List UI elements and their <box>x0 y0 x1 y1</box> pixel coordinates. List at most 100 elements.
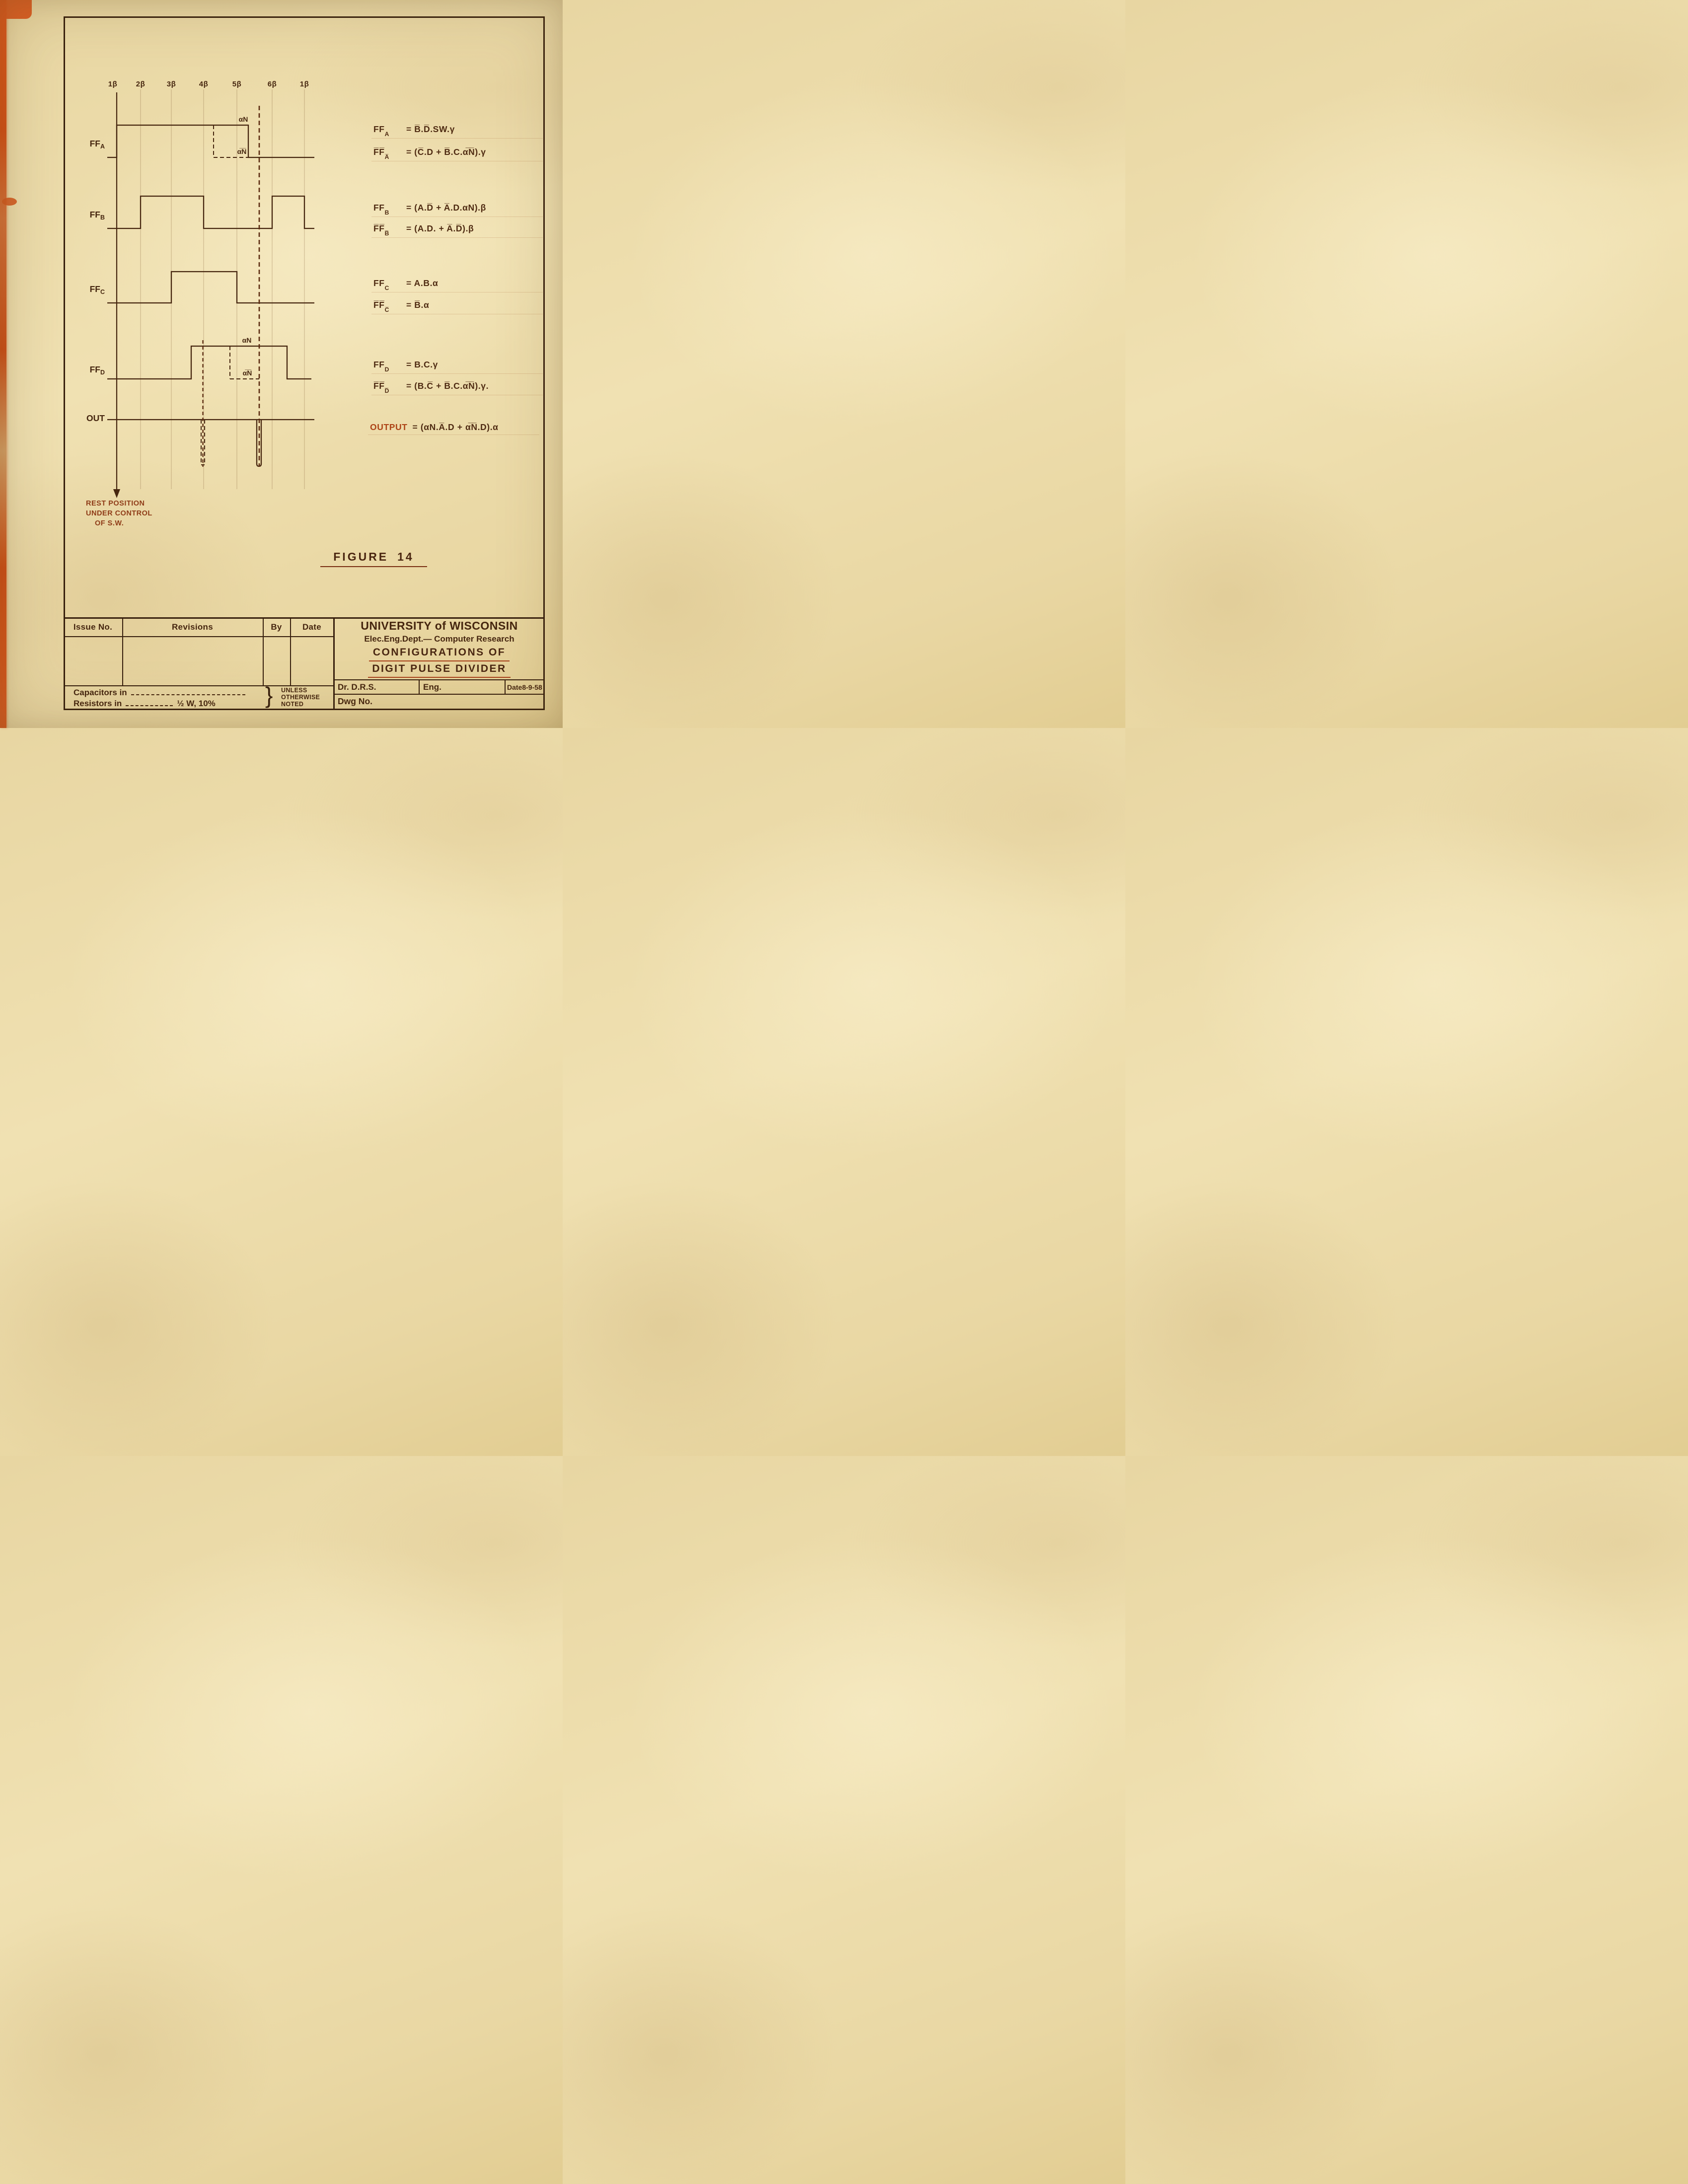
time-axis <box>113 92 120 498</box>
university-name: UNIVERSITY of WISCONSIN <box>361 619 518 632</box>
equation-lhs: F̅F̅D̅ <box>373 381 389 394</box>
scan-corner-artifact <box>0 0 32 19</box>
equation-ffc-reset: F̅F̅C̅ = B̅.α <box>371 300 544 314</box>
equation-rhs: = B̅.α <box>406 300 430 310</box>
axis-arrow-down-icon <box>113 489 120 498</box>
timing-diagram: 1β 2β 3β 4β 5β 6β 1β FFA FFB FFC FFD OUT… <box>86 80 314 527</box>
revisions-col-divider-3 <box>290 617 291 686</box>
row-label-ffc: FFC <box>90 284 105 295</box>
scan-edge-artifact <box>0 0 6 728</box>
waveform-ffb <box>107 195 314 229</box>
equation-lhs: F̅F̅A̅ <box>373 147 389 160</box>
equation-output: OUTPUT = (αN.A̅.D + α̅N̅.D).α <box>368 422 539 435</box>
equation-lhs: OUTPUT <box>370 422 408 432</box>
revisions-header-underline <box>64 636 334 637</box>
eng-cell: Eng. <box>423 682 441 692</box>
column-header-6b: 6β <box>268 80 277 88</box>
equation-lhs: FFD <box>373 360 389 373</box>
revisions-table-bottom-line <box>64 685 334 686</box>
signature-row-top-line <box>333 679 545 680</box>
date-value: 8-9-58 <box>522 683 542 691</box>
date-label: Date <box>507 683 522 691</box>
drawn-by-value: D.R.S. <box>351 682 376 692</box>
resistors-blank <box>126 700 173 706</box>
drawing-title-line2: DIGIT PULSE DIVIDER <box>334 663 545 678</box>
equation-rhs: = (C̅.D + B̅.C.α̅N̅).γ <box>406 147 486 157</box>
title-block-top-line <box>64 617 545 619</box>
equation-rhs: = A.B.α <box>406 278 439 288</box>
equation-ffd-reset: F̅F̅D̅ = (B.C̅ + B̅.C.α̅N̅).γ. <box>371 381 543 395</box>
waveform-ffc <box>107 271 314 304</box>
equation-ffa-set: FFA= B̅.D̅.SW.γ <box>371 124 543 138</box>
capacitors-blank <box>131 689 245 695</box>
waveform-ffa <box>107 124 314 158</box>
out-pulse-dashed <box>201 420 205 465</box>
equation-rhs: = (B.C̅ + B̅.C.α̅N̅).γ. <box>406 381 489 391</box>
ffa-alpha-n-bar-label: α̅N̅ <box>237 147 247 155</box>
title-block-center-divider <box>333 617 335 710</box>
resistors-line: Resistors in ½ W, 10% <box>73 699 216 709</box>
column-header-1b: 1β <box>108 80 118 88</box>
capacitors-label: Capacitors in <box>73 688 127 697</box>
col-header-date: Date <box>302 622 322 632</box>
figure-number: 14 <box>397 550 414 563</box>
col-header-by: By <box>271 622 282 632</box>
equation-rhs: = (A.D. + A̅.D̅).β <box>406 223 474 233</box>
ffd-alpha-n-label: αN <box>242 336 252 344</box>
ffa-alpha-n-label: αN <box>239 115 248 123</box>
row-label-ffb: FFB <box>90 210 105 221</box>
figure-caption: FIGURE 14 <box>320 550 427 567</box>
equation-ffd-set: FFD = B.C.γ <box>371 360 543 373</box>
signature-col-divider-2 <box>505 679 506 695</box>
pulse-annotations: αN α̅N̅ αN α̅N̅ <box>237 115 252 377</box>
rest-note-line3: OF S.W. <box>95 519 124 527</box>
sheet-border <box>64 16 545 710</box>
equation-ffb-reset: F̅F̅B̅ = (A.D. + A̅.D̅).β <box>371 223 543 237</box>
column-headers: 1β 2β 3β 4β 5β 6β 1β <box>108 80 309 88</box>
rest-note-line2: UNDER CONTROL <box>86 510 152 517</box>
drawn-by-label: Dr. <box>338 682 349 692</box>
equation-lhs: FFA <box>373 124 389 138</box>
resistors-label: Resistors in <box>73 699 122 708</box>
column-header-1b2: 1β <box>300 80 309 88</box>
equation-lhs: FFC <box>373 278 389 291</box>
revisions-col-divider-2 <box>263 617 264 686</box>
column-header-5b: 5β <box>232 80 242 88</box>
scan-edge-mark <box>2 198 17 206</box>
dwg-no-label: Dwg No. <box>338 696 372 706</box>
signature-row-bottom-line <box>333 694 545 695</box>
resistor-spec: ½ W, 10% <box>177 699 216 708</box>
row-labels: FFA FFB FFC FFD OUT <box>86 139 105 423</box>
col-header-issue-no: Issue No. <box>73 622 113 632</box>
rest-position-note: REST POSITION UNDER CONTROL OF S.W. <box>86 500 152 527</box>
waveform-ffd <box>107 345 311 380</box>
date-cell: Date8-9-58 <box>507 681 545 694</box>
column-header-3b: 3β <box>167 80 176 88</box>
equation-lhs: FFB <box>373 203 389 216</box>
drawing-title-line1: CONFIGURATIONS OF <box>334 647 545 661</box>
waveform-ffd-alt-dashed <box>229 346 259 379</box>
equation-rhs: = (A.D̅ + A̅.D.αN).β <box>406 203 486 213</box>
figure-label: FIGURE <box>333 550 389 563</box>
row-label-out: OUT <box>86 413 105 423</box>
equation-rhs: = (αN.A̅.D + α̅N̅.D).α <box>412 422 499 432</box>
signature-col-divider-1 <box>419 679 420 695</box>
column-header-4b: 4β <box>199 80 209 88</box>
department-name: Elec.Eng.Dept.— Computer Research <box>364 634 514 644</box>
drawn-by-cell: Dr. D.R.S. <box>338 681 417 694</box>
waveform-ffa-alt-dashed <box>213 125 248 158</box>
brace-glyph: } <box>265 682 273 708</box>
equation-lhs: F̅F̅C̅ <box>373 300 389 313</box>
rest-note-line1: REST POSITION <box>86 500 145 508</box>
row-label-ffa: FFA <box>90 139 105 150</box>
note-line2: OTHERWISE <box>281 694 320 701</box>
unless-otherwise-noted: UNLESS OTHERWISE NOTED <box>281 687 320 708</box>
row-label-ffd: FFD <box>90 364 105 376</box>
capacitors-line: Capacitors in <box>73 688 249 698</box>
equation-lhs: F̅F̅B̅ <box>373 223 389 237</box>
equation-ffb-set: FFB = (A.D̅ + A̅.D.αN).β <box>371 203 543 217</box>
col-header-revisions: Revisions <box>171 622 213 632</box>
revisions-col-divider-1 <box>122 617 123 686</box>
equation-ffa-reset: F̅F̅A̅ = (C̅.D + B̅.C.α̅N̅).γ <box>371 147 543 161</box>
equation-rhs: = B.C.γ <box>406 360 439 369</box>
